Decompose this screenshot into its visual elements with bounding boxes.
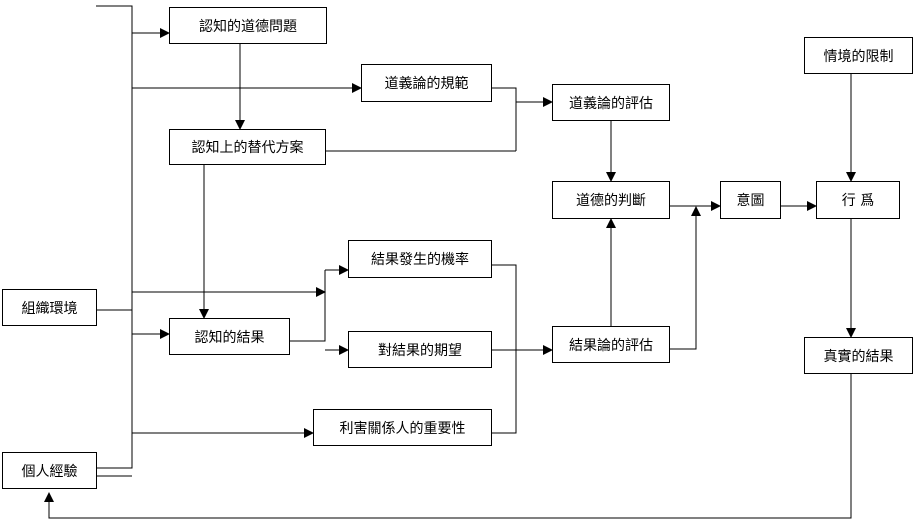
left-bus-line — [96, 5, 133, 469]
node-personal-experience: 個人經驗 — [2, 452, 97, 489]
perceived-fanout-line — [289, 270, 326, 342]
probability-merge-line — [491, 264, 517, 434]
node-teleological-evaluation: 結果論的評估 — [552, 326, 670, 363]
node-behavior: 行 爲 — [816, 181, 900, 219]
node-ethical-judgment: 道德的判斷 — [552, 181, 670, 219]
teleological-to-intention-arrow — [669, 206, 701, 350]
node-actual-consequences: 真實的結果 — [804, 337, 913, 374]
node-situational-constraints: 情境的限制 — [804, 37, 913, 74]
node-perceived-consequences: 認知的結果 — [169, 318, 290, 355]
node-deontological-evaluation: 道義論的評估 — [552, 84, 670, 121]
node-importance-of-stakeholders: 利害關係人的重要性 — [313, 409, 492, 446]
norms-to-merge-line — [491, 87, 517, 151]
node-cognitive-ethical-problem: 認知的道德問題 — [169, 7, 327, 44]
node-intention: 意圖 — [720, 181, 781, 219]
node-deontological-norms: 道義論的規範 — [361, 64, 492, 102]
node-desirability-of-consequences: 對結果的期望 — [348, 331, 492, 368]
node-probability-of-consequences: 結果發生的機率 — [348, 240, 492, 278]
actual-to-personal-feedback-arrow — [44, 374, 852, 519]
node-cognitive-alternatives: 認知上的替代方案 — [169, 129, 326, 165]
node-organizational-environment: 組織環境 — [2, 289, 97, 326]
